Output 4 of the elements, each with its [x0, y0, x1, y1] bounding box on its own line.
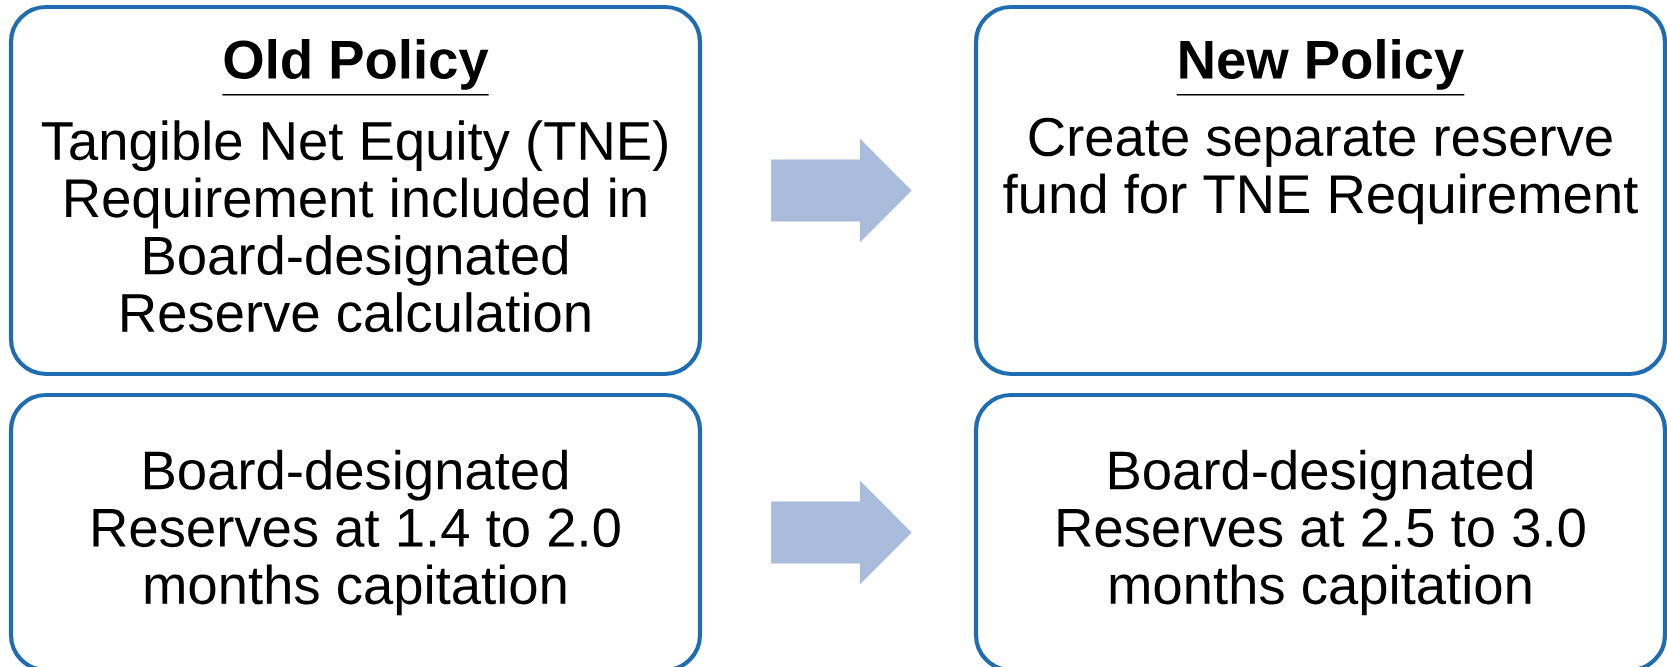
- text-box: Board-designated Reserves at 2.5 to 3.0 months capitation: [973, 392, 1667, 667]
- text-box: Board-designated Reserves at 1.4 to 2.0 months capitation: [8, 392, 703, 667]
- text-box: New Policy Create separate reserve fund for TNE Requirement: [973, 4, 1667, 377]
- text-box: Old Policy Tangible Net Equity (TNE) Requirement included in Board-designated Reserve calculation: [8, 4, 703, 377]
